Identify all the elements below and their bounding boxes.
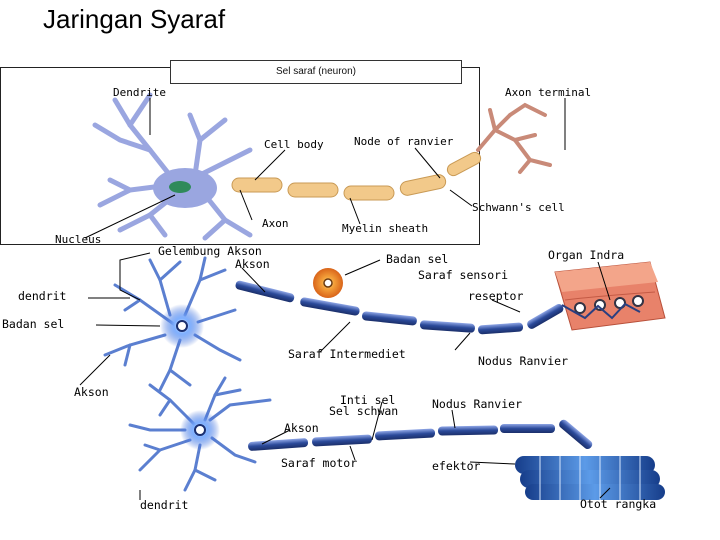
- label-schwanns-cell: Schwann's cell: [472, 201, 565, 214]
- label-gelembung-akson: Gelembung Akson: [158, 244, 262, 258]
- label-efektor: efektor: [432, 459, 481, 473]
- label-saraf-sensori: Saraf sensori: [418, 268, 508, 282]
- label-myelin-sheath: Myelin sheath: [342, 222, 428, 235]
- label-akson-top: Akson: [235, 257, 270, 271]
- label-akson-left: Akson: [74, 385, 109, 399]
- label-axon-terminal: Axon terminal: [505, 86, 591, 99]
- label-organ-indra: Organ Indra: [548, 248, 624, 262]
- intermediate-neuron: [103, 256, 641, 392]
- label-reseptor: reseptor: [468, 289, 523, 303]
- label-dendrite: Dendrite: [113, 86, 166, 99]
- otot-rangka-illustration: [515, 456, 665, 500]
- label-dendrit-bottom: dendrit: [140, 498, 188, 512]
- label-akson-motor: Akson: [284, 421, 319, 435]
- label-node-of-ranvier: Node of ranvier: [354, 135, 454, 148]
- label-cell-body: Cell body: [264, 138, 324, 151]
- top-neuron: Dendrite Axon terminal Cell body Node of…: [55, 86, 591, 246]
- label-nodus-ranvier-bottom: Nodus Ranvier: [432, 397, 522, 411]
- slide-title: Jaringan Syaraf: [43, 4, 226, 34]
- figure-caption: Sel saraf (neuron): [170, 60, 462, 84]
- label-axon: Axon: [262, 217, 289, 230]
- label-nodus-ranvier-top: Nodus Ranvier: [478, 354, 568, 368]
- label-otot-rangka: Otot rangka: [580, 497, 656, 511]
- label-nucleus: Nucleus: [55, 233, 101, 246]
- label-saraf-intermediet: Saraf Intermediet: [288, 347, 406, 361]
- label-inti-sel: Inti sel: [340, 393, 395, 407]
- label-saraf-motor: Saraf motor: [281, 456, 357, 470]
- label-sel-schwan: Sel schwan: [329, 404, 398, 418]
- label-dendrit-top: dendrit: [18, 289, 66, 303]
- motor-neuron: [128, 376, 593, 492]
- label-badan-sel-sensori: Badan sel: [386, 252, 448, 266]
- label-badan-sel-left: Badan sel: [2, 317, 64, 331]
- organ-indra-illustration: [554, 261, 666, 331]
